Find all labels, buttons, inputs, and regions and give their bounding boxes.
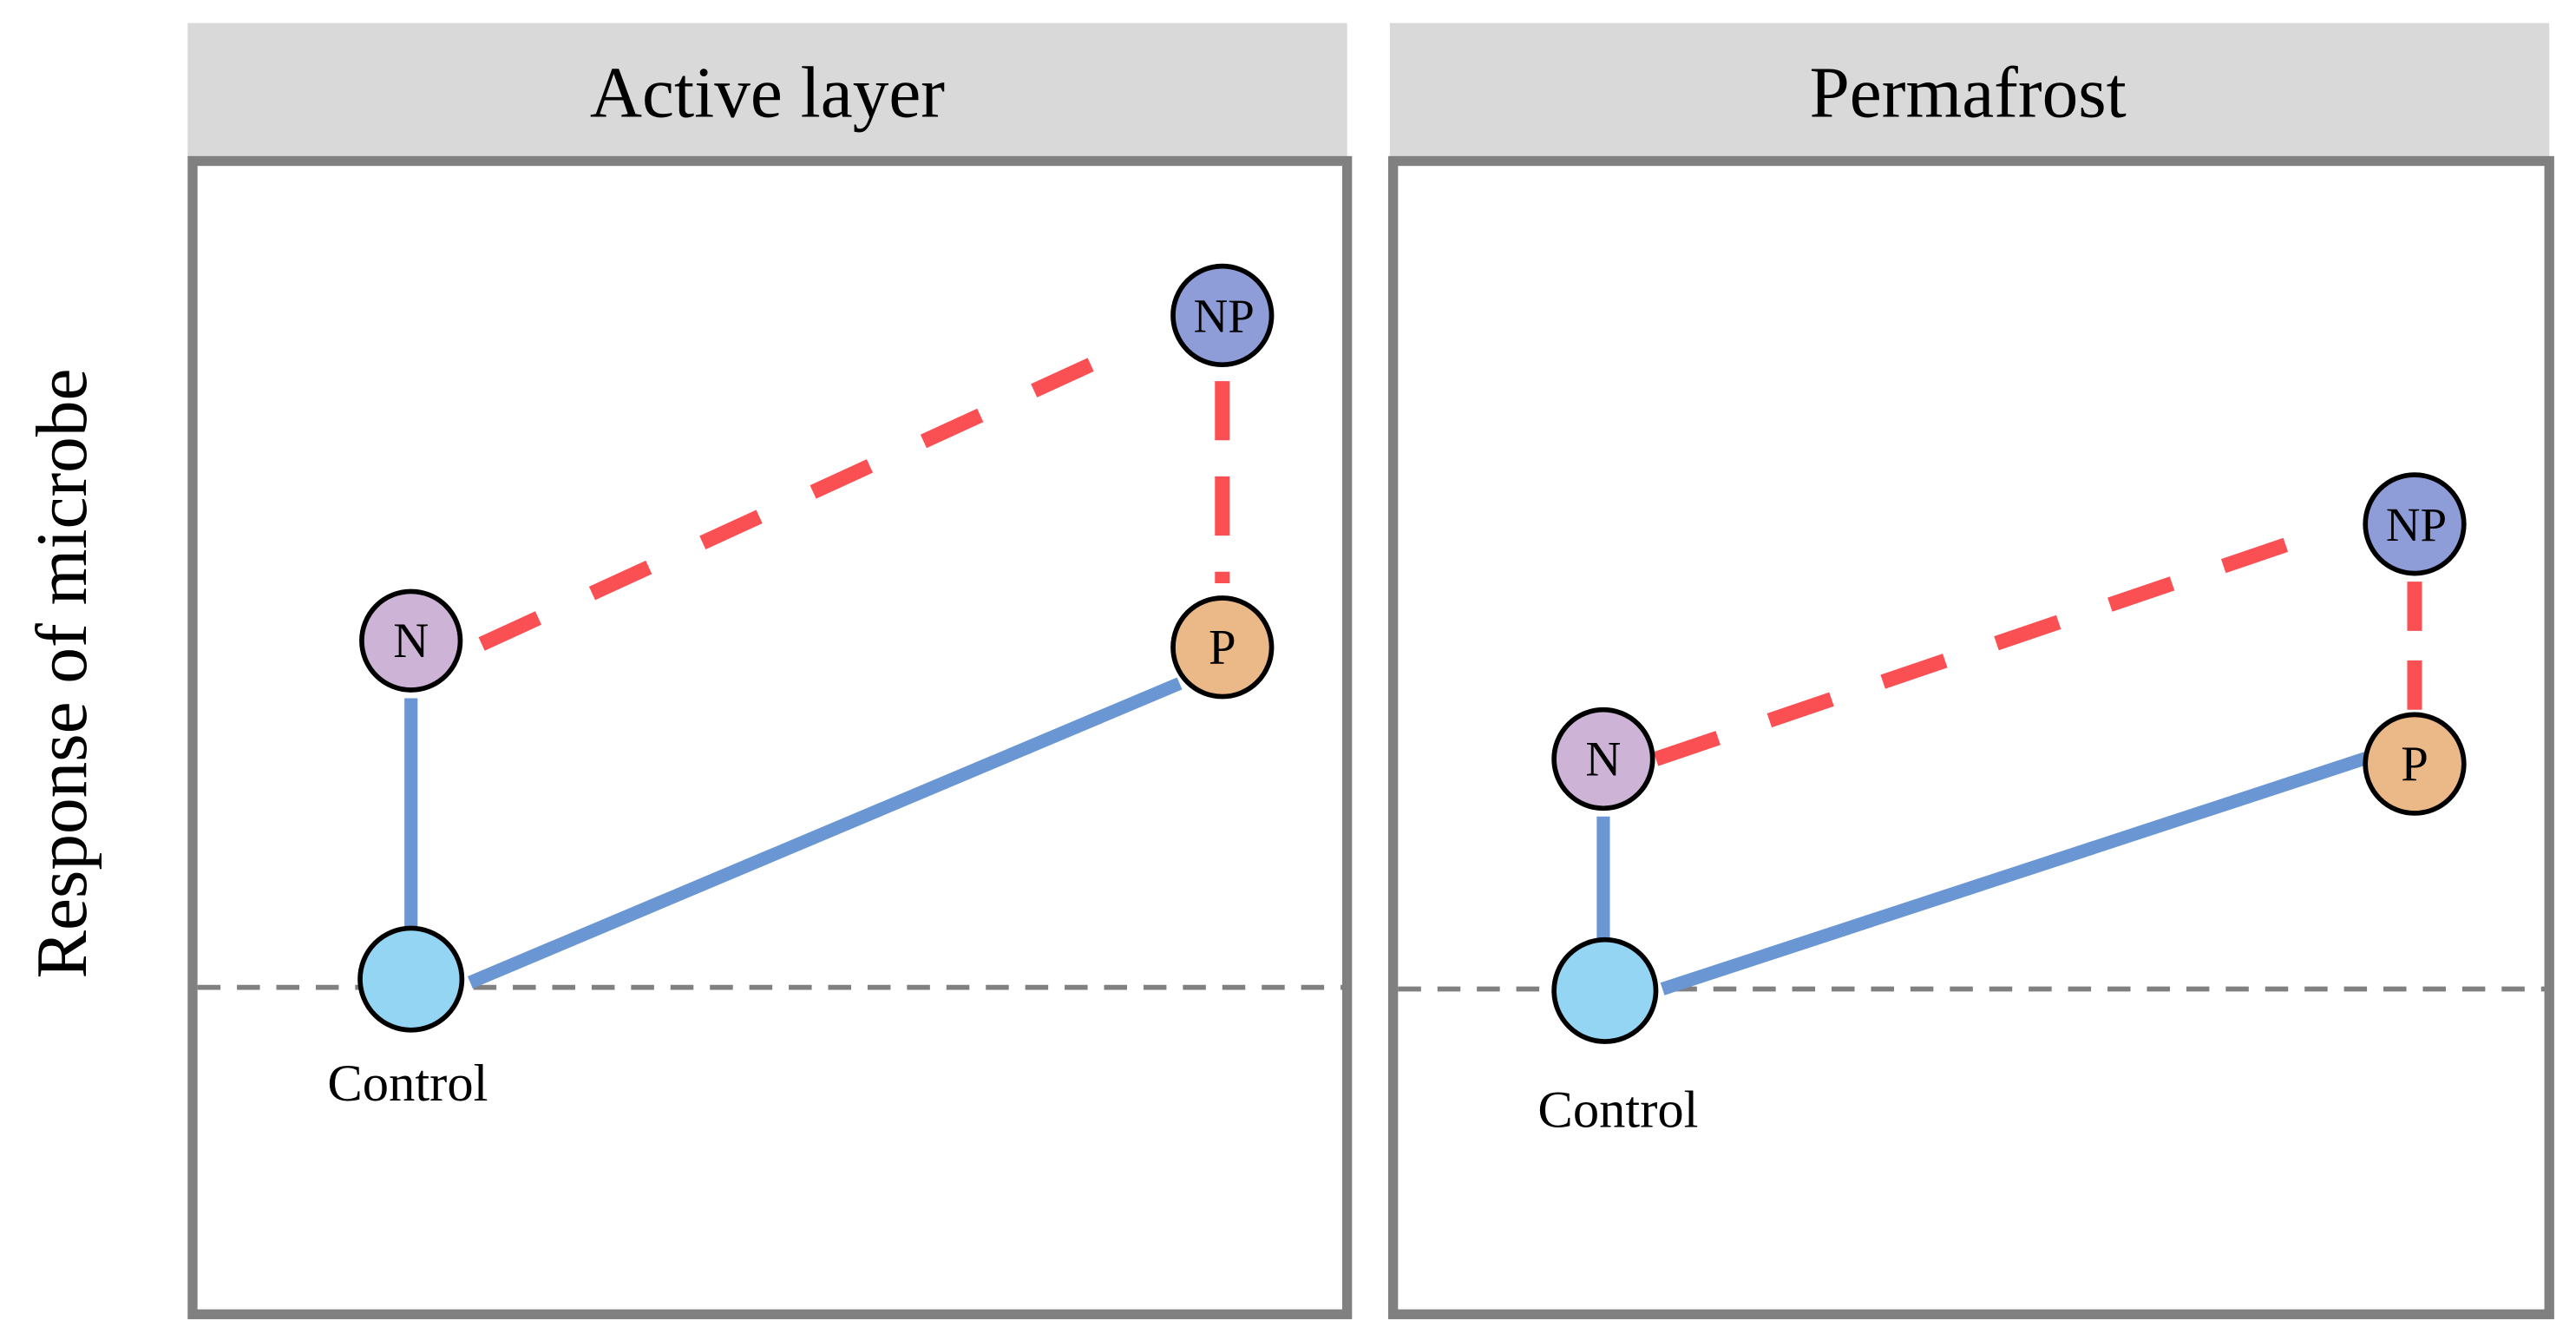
node-p-label: P — [1209, 621, 1236, 675]
node-np-label: NP — [2386, 498, 2447, 551]
node-control — [1551, 936, 1659, 1044]
panel-title: Active layer — [590, 53, 945, 133]
panel-header — [187, 23, 1347, 158]
node-np — [1170, 263, 1275, 368]
panel-header — [1389, 23, 2550, 158]
panel-title: Permafrost — [1809, 53, 2126, 133]
panel-active-layer: Active layer N P NP Control — [187, 23, 1353, 1319]
node-n — [359, 588, 463, 693]
node-p — [2363, 712, 2467, 816]
node-np-label: NP — [1194, 289, 1255, 342]
control-label: Control — [327, 1055, 488, 1113]
node-n — [1551, 706, 1655, 812]
control-label: Control — [1537, 1081, 1698, 1140]
node-np — [2363, 472, 2467, 576]
node-n-label: N — [393, 614, 429, 668]
node-p — [1170, 595, 1275, 700]
link-control-p — [467, 677, 1183, 989]
y-axis-label: Response of microbe — [23, 369, 102, 979]
panel-frame — [187, 155, 1353, 1319]
node-p-label: P — [2401, 737, 2429, 792]
node-control — [357, 925, 465, 1033]
panel-permafrost: Permafrost N P NP Control — [1387, 23, 2554, 1319]
link-control-p — [1660, 751, 2371, 996]
node-n-label: N — [1585, 732, 1621, 786]
